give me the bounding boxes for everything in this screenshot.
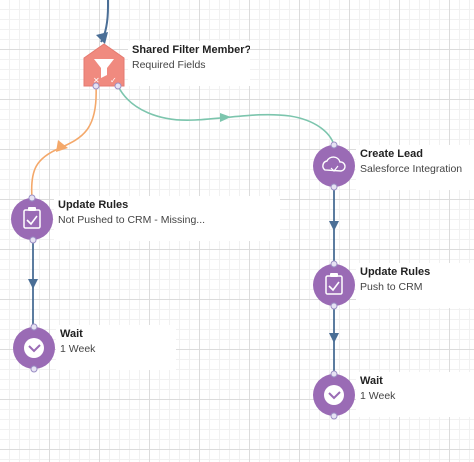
node-title: Update Rules (58, 199, 129, 211)
clock-icon (24, 338, 44, 358)
arrowhead-right-upper (329, 221, 339, 231)
node-subtitle: Not Pushed to CRM - Missing... (58, 214, 206, 226)
svg-text:✓: ✓ (110, 76, 117, 85)
node-subtitle: Required Fields (132, 59, 206, 71)
cloud-icon (322, 156, 346, 172)
node-title: Update Rules (360, 266, 431, 278)
port-out[interactable] (330, 412, 338, 420)
port-in[interactable] (30, 323, 38, 331)
port-in[interactable] (330, 141, 338, 149)
clock-icon (324, 385, 344, 405)
create-lead-node[interactable] (313, 141, 355, 191)
arrowhead-right-lower (329, 333, 339, 343)
arrowhead-left-column (28, 279, 38, 289)
node-subtitle: Salesforce Integration (360, 163, 463, 175)
update-rules-right-node[interactable] (313, 260, 355, 310)
port-out[interactable] (330, 302, 338, 310)
node-subtitle: 1 Week (60, 343, 96, 355)
create-lead-label: Create Lead Salesforce Integration (356, 145, 474, 190)
update-rules-left-node[interactable] (11, 194, 53, 244)
node-title: Create Lead (360, 148, 423, 160)
clipboard-check-icon (23, 207, 41, 229)
svg-text:✕: ✕ (93, 76, 100, 85)
node-subtitle: 1 Week (360, 390, 396, 402)
node-title: Shared Filter Member? (132, 44, 250, 56)
node-title: Wait (360, 375, 383, 387)
port-no[interactable] (92, 82, 100, 90)
update-rules-right-label: Update Rules Push to CRM (356, 263, 474, 308)
wait-right-label: Wait 1 Week (356, 372, 474, 417)
no-branch-arrowhead (56, 140, 68, 152)
port-in[interactable] (330, 260, 338, 268)
port-in[interactable] (28, 194, 36, 202)
port-out[interactable] (330, 183, 338, 191)
yes-branch-arrowhead (220, 113, 231, 122)
no-branch-connector[interactable] (30, 85, 97, 199)
funnel-icon (94, 59, 114, 78)
port-in[interactable] (330, 370, 338, 378)
node-subtitle: Push to CRM (360, 281, 423, 293)
yes-branch-connector[interactable] (117, 85, 335, 146)
shared-filter-label: Shared Filter Member? Required Fields (128, 41, 250, 86)
wait-right-node[interactable] (313, 370, 355, 420)
clipboard-check-icon (325, 273, 343, 295)
node-title: Wait (60, 328, 83, 340)
shared-filter-node[interactable]: ✕ ✓ (83, 43, 125, 90)
update-rules-left-label: Update Rules Not Pushed to CRM - Missing… (54, 196, 280, 241)
port-out[interactable] (30, 365, 38, 373)
wait-left-node[interactable] (13, 323, 55, 373)
incoming-arrowhead (96, 32, 108, 44)
wait-left-label: Wait 1 Week (56, 325, 176, 370)
port-out[interactable] (29, 236, 37, 244)
port-yes[interactable] (114, 82, 122, 90)
